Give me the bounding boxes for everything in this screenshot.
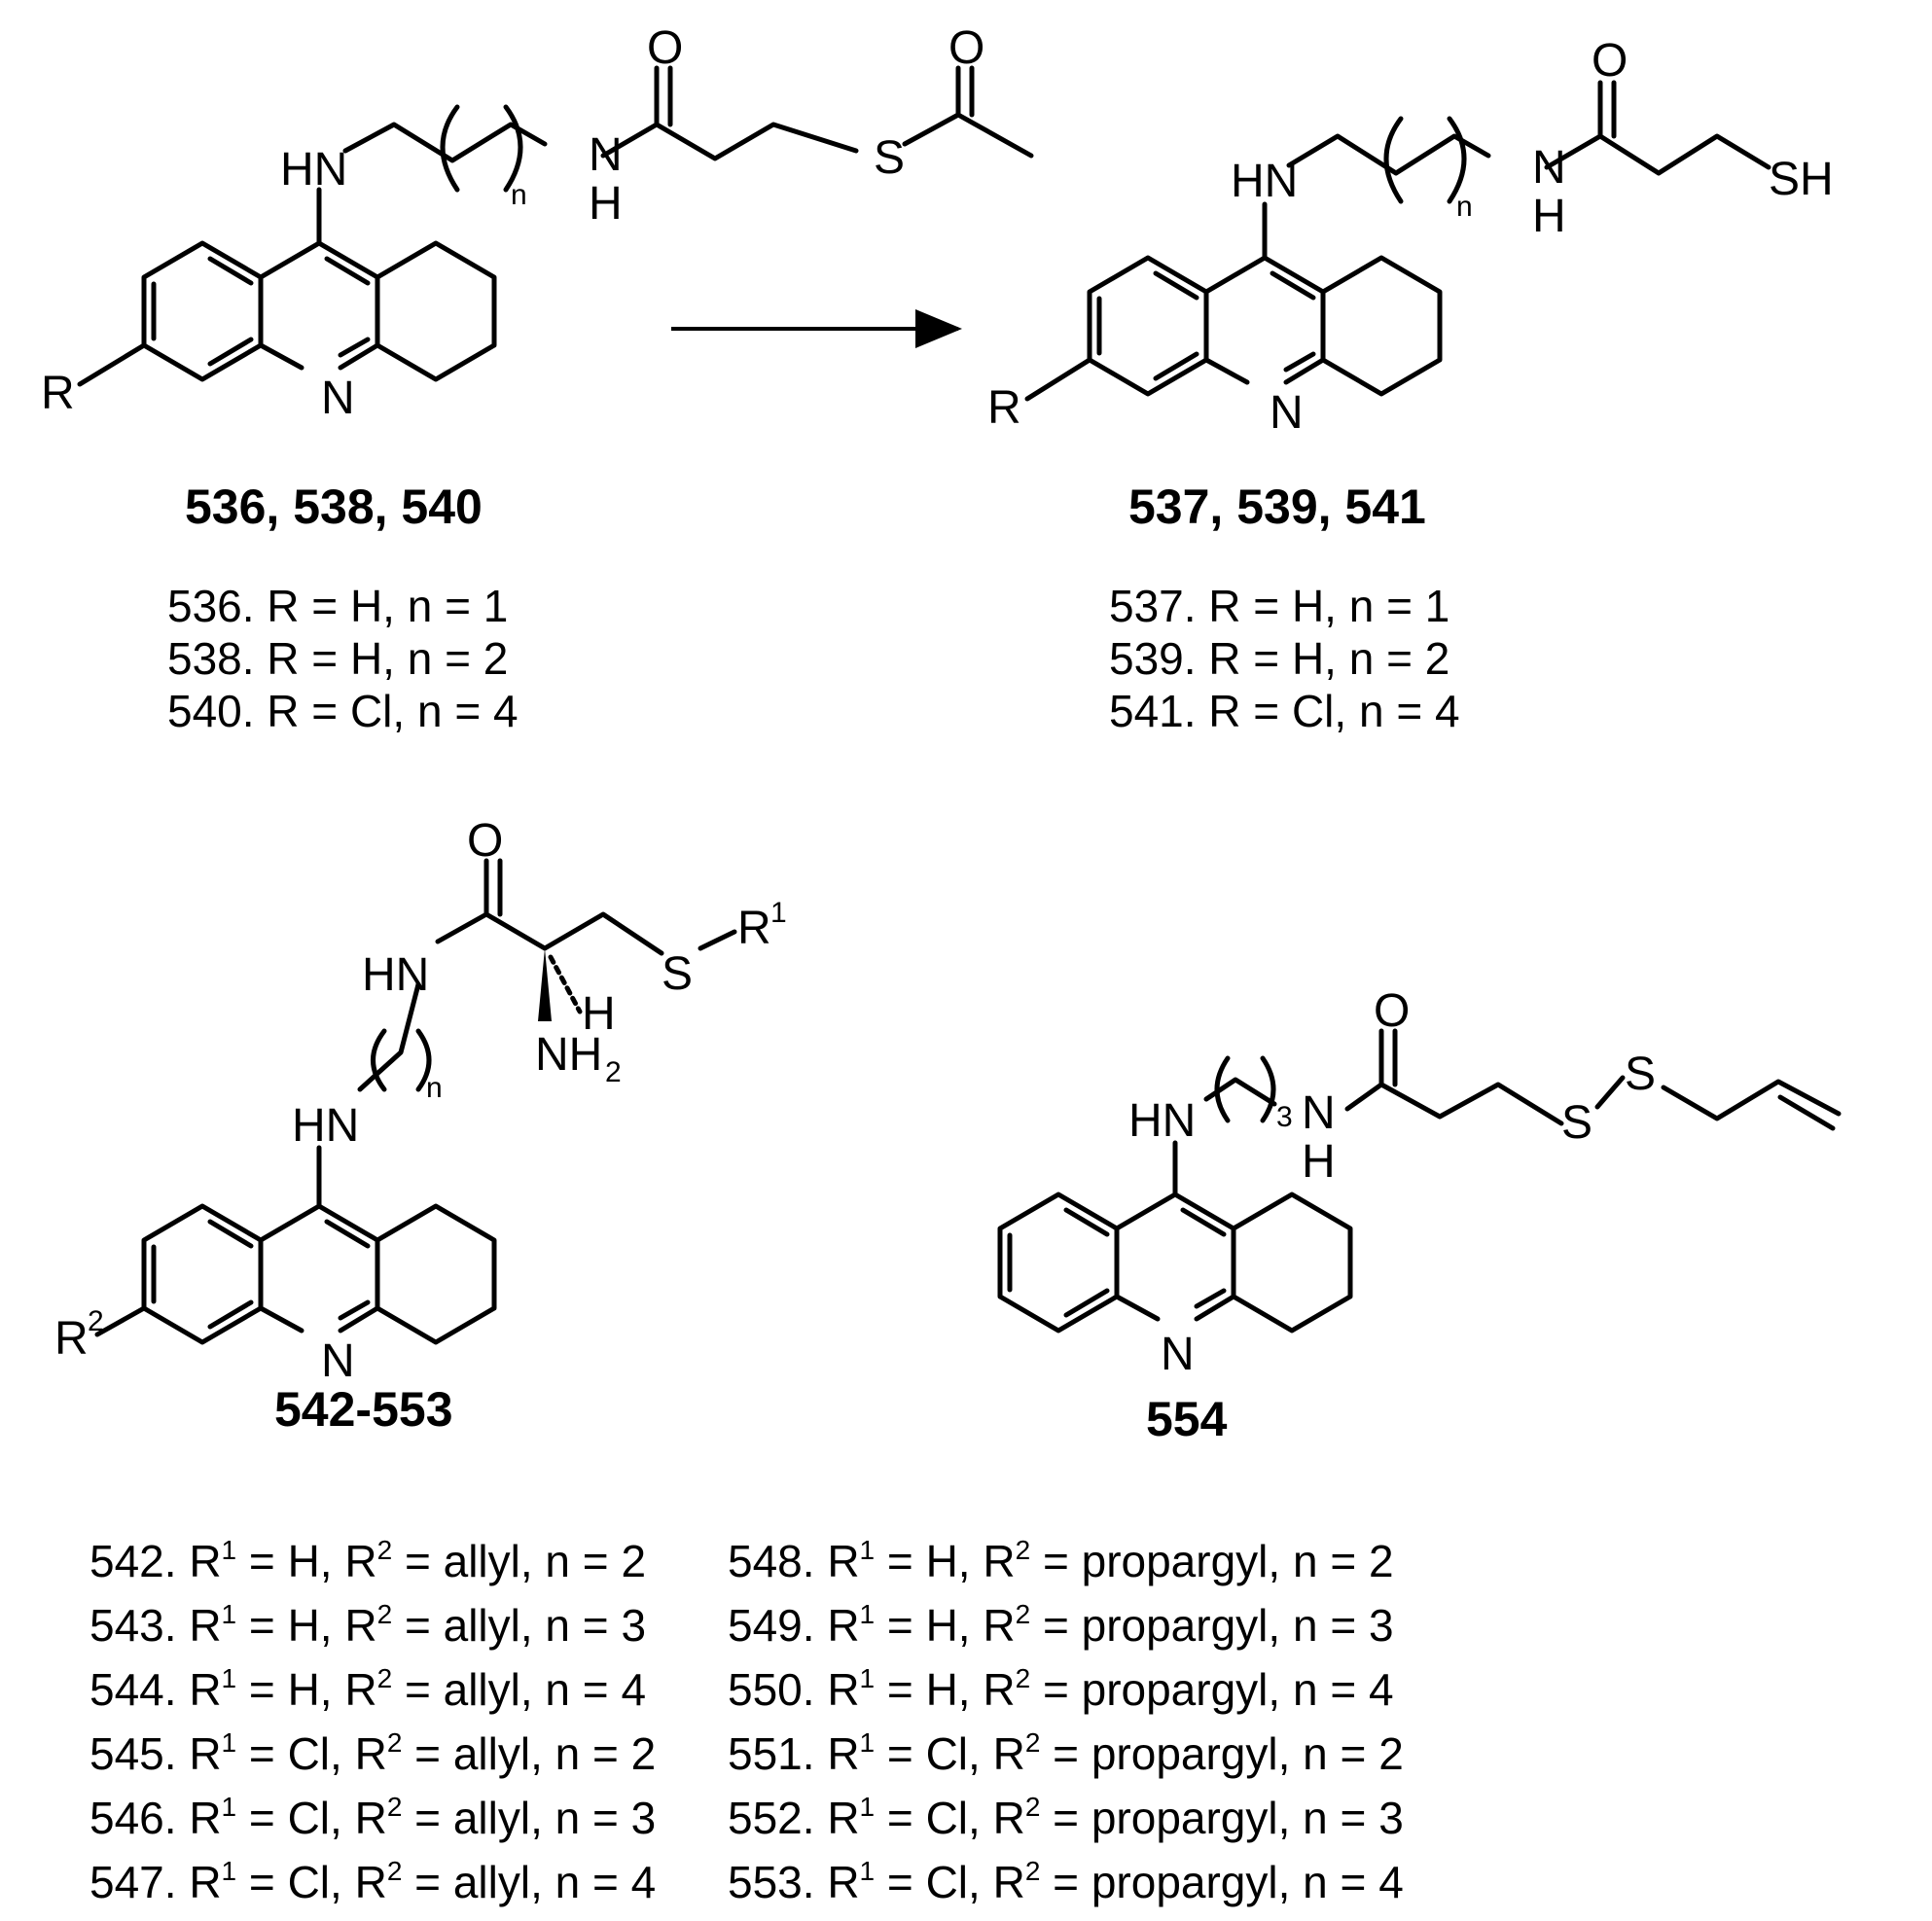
variant-list-top-left: 536. R = H, n = 1 538. R = H, n = 2 540.…: [167, 580, 519, 737]
variant-table-right: 548. R1 = H, R2 = propargyl, n = 2 549. …: [728, 1529, 1404, 1914]
atom-o: O: [467, 815, 503, 867]
atom-hn: HN: [1128, 1095, 1196, 1147]
variant-row: 544. R1 = H, R2 = allyl, n = 4: [89, 1663, 647, 1715]
variant-row: 547. R1 = Cl, R2 = allyl, n = 4: [89, 1856, 657, 1907]
variant-row: 553. R1 = Cl, R2 = propargyl, n = 4: [728, 1856, 1404, 1907]
compound-label-top-right: 537, 539, 541: [1128, 480, 1426, 534]
variant-row: 552. R1 = Cl, R2 = propargyl, n = 3: [728, 1792, 1404, 1843]
atom-n: N: [321, 373, 355, 424]
atom-n: N: [589, 129, 623, 181]
variant-item: 536. R = H, n = 1: [167, 581, 509, 631]
atom-r: R: [987, 382, 1021, 434]
atom-h: H: [582, 988, 616, 1040]
atom-s: S: [874, 132, 905, 184]
atom-sub-n: n: [426, 1072, 443, 1104]
variant-list-top-right: 537. R = H, n = 1 539. R = H, n = 2 541.…: [1109, 580, 1460, 737]
variant-item: 537. R = H, n = 1: [1109, 581, 1450, 631]
variant-item: 541. R = Cl, n = 4: [1109, 686, 1460, 736]
variant-table-left: 542. R1 = H, R2 = allyl, n = 2 543. R1 =…: [89, 1529, 656, 1914]
variant-item: 539. R = H, n = 2: [1109, 633, 1450, 684]
variant-row: 548. R1 = H, R2 = propargyl, n = 2: [728, 1535, 1394, 1586]
atom-sub-3: 3: [1276, 1101, 1293, 1133]
atom-n: N: [1532, 142, 1566, 194]
variant-row: 543. R1 = H, R2 = allyl, n = 3: [89, 1599, 647, 1651]
variant-item: 538. R = H, n = 2: [167, 633, 509, 684]
atom-n: N: [321, 1335, 355, 1387]
atom-n: N: [1161, 1329, 1195, 1380]
atom-n: N: [1302, 1087, 1336, 1139]
atom-h: H: [589, 178, 623, 230]
atom-sub-n: n: [511, 179, 527, 211]
atom-o: O: [948, 22, 984, 74]
variant-row: 549. R1 = H, R2 = propargyl, n = 3: [728, 1599, 1394, 1651]
structure-thioester-tacrine: HN N R n N H O S O: [41, 22, 1034, 424]
compound-label-bottom-left: 542-553: [274, 1382, 453, 1437]
compound-label-bottom-right: 554: [1146, 1392, 1228, 1446]
atom-r1-sup: 1: [770, 897, 787, 929]
structure-disulfide-tacrine: HN N 3 N H O S S: [997, 985, 1842, 1380]
atom-s: S: [1561, 1097, 1592, 1149]
variant-row: 542. R1 = H, R2 = allyl, n = 2: [89, 1535, 647, 1586]
atom-hn: HN: [280, 144, 347, 196]
structure-thiol-tacrine: HN N R n N H O SH: [987, 35, 1834, 439]
variant-row: 550. R1 = H, R2 = propargyl, n = 4: [728, 1663, 1394, 1715]
compound-label-top-left: 536, 538, 540: [185, 480, 483, 534]
atom-hn: HN: [1231, 156, 1298, 207]
atom-sh: SH: [1769, 154, 1834, 205]
structure-cysteine-tacrine: HN N R 2 n HN O NH 2 H S R 1: [54, 815, 787, 1387]
atom-h: H: [1302, 1136, 1336, 1188]
variant-row: 551. R1 = Cl, R2 = propargyl, n = 2: [728, 1727, 1404, 1779]
atom-o: O: [1374, 985, 1410, 1037]
atom-s: S: [662, 948, 693, 1000]
atom-r: R: [41, 368, 75, 419]
atom-o: O: [1592, 35, 1628, 87]
atom-r2-sup: 2: [88, 1305, 104, 1337]
atom-nh2-sub: 2: [605, 1056, 622, 1088]
atom-o: O: [647, 22, 683, 74]
atom-r2: R: [54, 1313, 89, 1365]
atom-nh2: NH: [535, 1029, 602, 1081]
atom-sub-n: n: [1456, 191, 1473, 223]
atom-r1: R: [737, 903, 771, 954]
variant-row: 546. R1 = Cl, R2 = allyl, n = 3: [89, 1792, 657, 1843]
atom-n: N: [1270, 387, 1304, 439]
variant-row: 545. R1 = Cl, R2 = allyl, n = 2: [89, 1727, 657, 1779]
atom-h: H: [1532, 191, 1566, 242]
atom-s: S: [1625, 1049, 1656, 1100]
atom-hn: HN: [292, 1100, 359, 1152]
variant-item: 540. R = Cl, n = 4: [167, 686, 519, 736]
atom-hn: HN: [362, 949, 429, 1001]
